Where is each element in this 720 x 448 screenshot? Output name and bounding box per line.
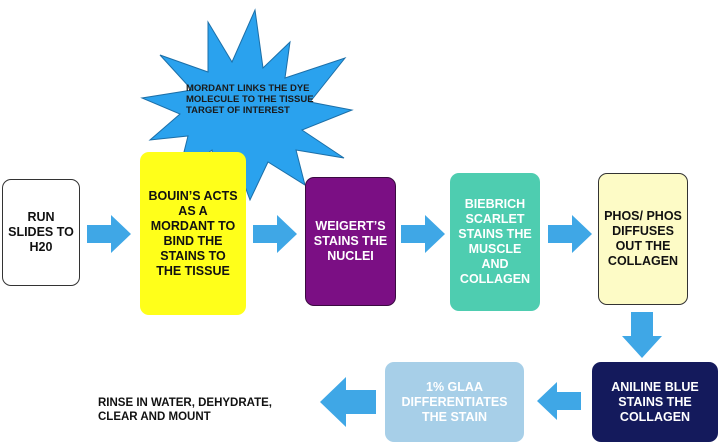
step-weigerts: WEIGERT’S STAINS THE NUCLEI [305, 177, 396, 306]
step-bouins-mordant: BOUIN’S ACTS AS A MORDANT TO BIND THE ST… [140, 152, 246, 315]
callout-text: MORDANT LINKS THE DYE MOLECULE TO THE TI… [186, 83, 314, 116]
step-biebrich-scarlet: BIEBRICH SCARLET STAINS THE MUSCLE AND C… [450, 173, 540, 311]
arrow-right-icon [253, 215, 297, 253]
arrow-down-icon [622, 312, 662, 358]
arrow-right-icon [548, 215, 592, 253]
step-phos-phos: PHOS/ PHOS DIFFUSES OUT THE COLLAGEN [598, 173, 688, 305]
final-step-text: RINSE IN WATER, DEHYDRATE, CLEAR AND MOU… [98, 397, 272, 423]
step-aniline-blue: ANILINE BLUE STAINS THE COLLAGEN [592, 362, 718, 442]
arrow-left-icon [537, 382, 581, 420]
step-run-slides: RUN SLIDES TO H20 [2, 179, 80, 286]
arrow-right-icon [401, 215, 445, 253]
arrow-left-icon [320, 377, 376, 427]
step-glaa: 1% GLAA DIFFERENTIATES THE STAIN [385, 362, 524, 442]
arrow-right-icon [87, 215, 131, 253]
